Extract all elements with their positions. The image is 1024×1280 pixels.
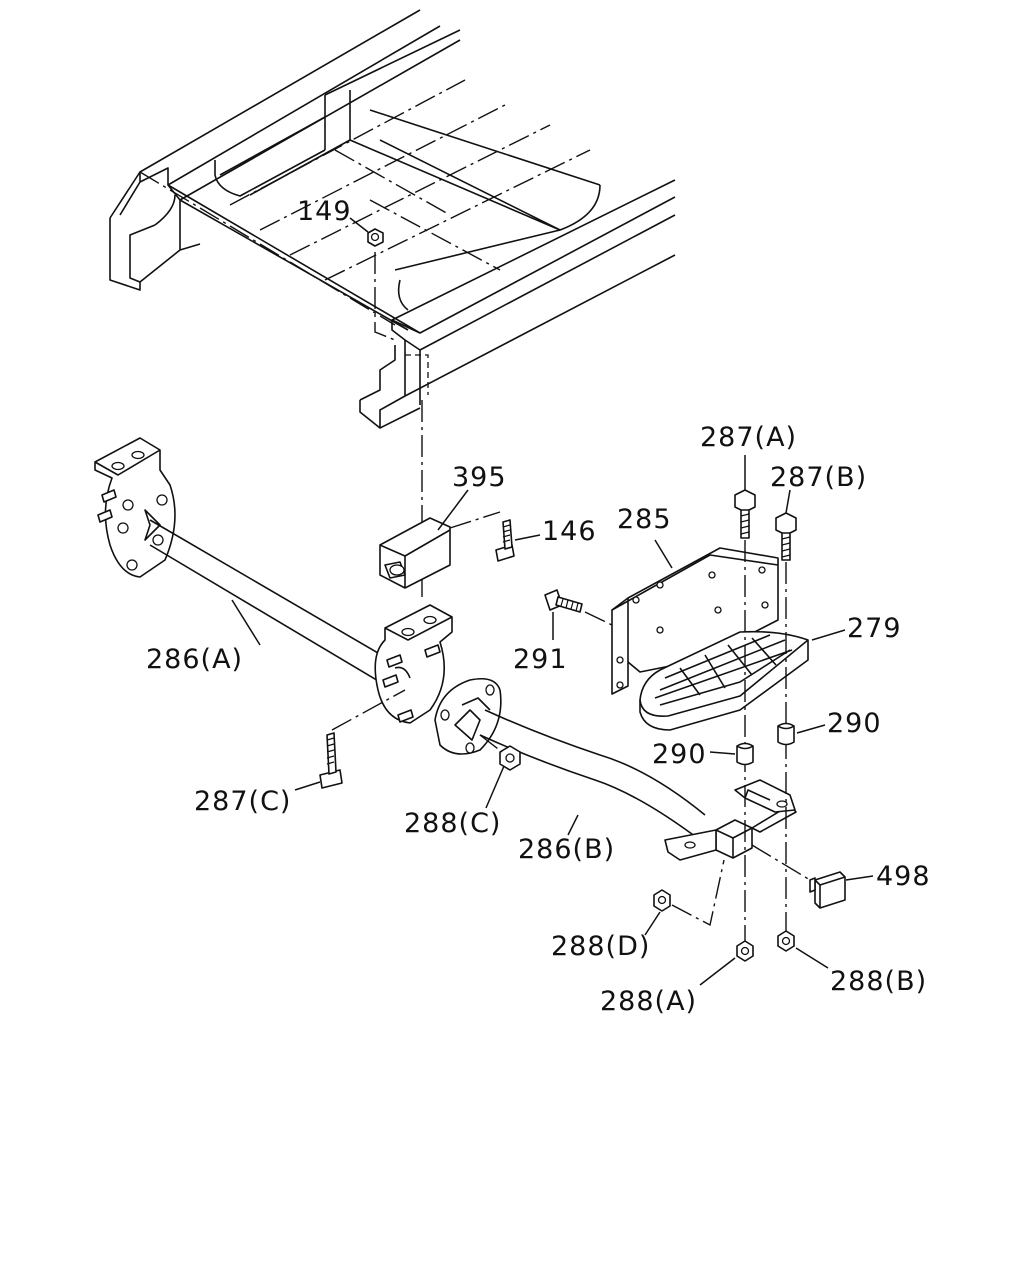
nut-288c: [499, 745, 521, 771]
leader-290-right: [796, 724, 826, 734]
label-498: 498: [876, 861, 931, 892]
leader-288d: [644, 911, 661, 936]
nut-288a: [736, 940, 754, 962]
step-plate-279: [639, 630, 809, 731]
label-149: 149: [297, 196, 352, 227]
leader-288c: [485, 765, 505, 809]
leader-290-left: [709, 751, 736, 755]
label-279: 279: [847, 613, 902, 644]
center-line-288d: [671, 859, 725, 927]
label-146: 146: [542, 516, 597, 547]
leader-146: [514, 534, 541, 541]
center-line-291: [584, 611, 613, 626]
leader-285: [654, 539, 673, 569]
label-395: 395: [452, 462, 507, 493]
label-290-left: 290: [652, 739, 707, 770]
step-bar-286a: [94, 437, 453, 724]
label-287b: 287(B): [770, 462, 867, 493]
center-line-287c: [331, 689, 406, 731]
spacer-290-right: [777, 722, 795, 746]
leader-287b: [785, 489, 791, 514]
label-285: 285: [617, 504, 672, 535]
label-288b: 288(B): [830, 966, 927, 997]
bolt-287b: [775, 512, 797, 561]
leader-149: [349, 217, 369, 233]
label-291: 291: [513, 644, 568, 675]
label-286a: 286(A): [146, 644, 243, 675]
nut-149: [367, 228, 396, 341]
label-287a: 287(A): [700, 422, 797, 453]
label-288c: 288(C): [404, 808, 501, 839]
cap-498: [809, 871, 846, 909]
bolt-146: [495, 519, 515, 562]
leader-279: [811, 629, 846, 641]
label-287c: 287(C): [194, 786, 291, 817]
center-line-498: [751, 844, 811, 881]
spacer-290-left: [736, 742, 754, 766]
nut-288b: [777, 930, 795, 952]
step-bar-286b: [434, 677, 797, 861]
leader-498: [845, 875, 874, 881]
leader-288b: [795, 947, 829, 969]
center-line-146: [449, 511, 501, 529]
label-288d: 288(D): [551, 931, 650, 962]
leader-395: [437, 489, 469, 531]
bracket-395: [379, 517, 451, 589]
leader-286a: [231, 599, 261, 646]
label-290-right: 290: [827, 708, 882, 739]
leader-286b: [567, 814, 579, 836]
leader-288a: [699, 957, 736, 986]
label-288a: 288(A): [600, 986, 697, 1017]
bolt-287a: [734, 489, 756, 539]
nut-288d: [653, 889, 671, 912]
chassis-frame: [109, 9, 676, 429]
label-286b: 286(B): [518, 834, 615, 865]
bolt-291: [544, 589, 583, 613]
bolt-287c: [319, 732, 343, 789]
leader-287c: [294, 781, 321, 791]
center-line-288c: [479, 734, 503, 753]
